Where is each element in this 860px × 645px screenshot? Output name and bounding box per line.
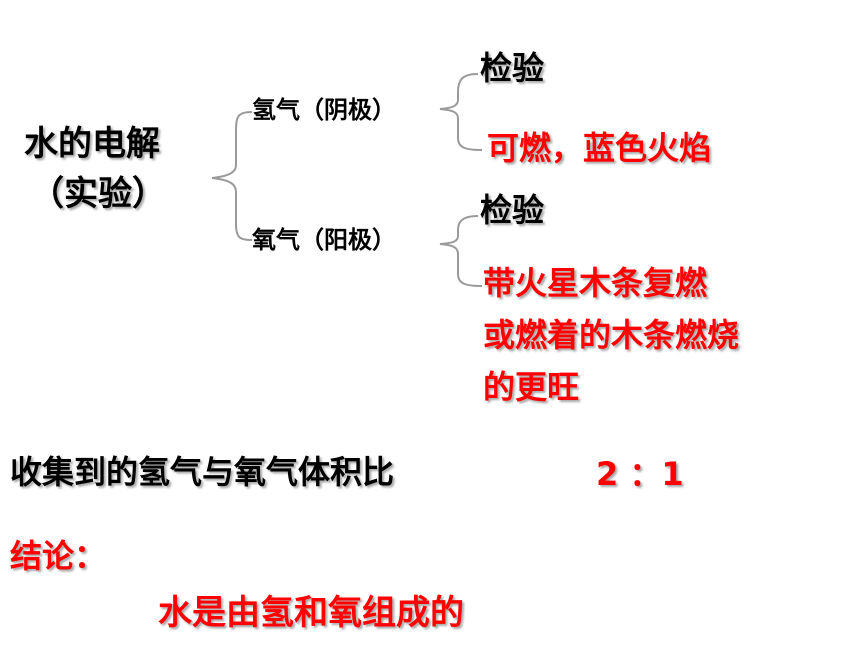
volume-ratio-label: 收集到的氢气与氧气体积比 — [10, 453, 395, 491]
root-brace — [211, 111, 253, 241]
oxygen-brace — [439, 215, 483, 287]
hydrogen-test-label: 检验 — [480, 49, 545, 87]
hydrogen-result: 可燃，蓝色火焰 — [487, 129, 712, 167]
conclusion-label: 结论： — [10, 537, 107, 575]
hydrogen-brace — [439, 73, 483, 151]
oxygen-result: 带火星木条复燃 或燃着的木条燃烧 的更旺 — [483, 264, 740, 406]
root-subtitle: （实验） — [30, 174, 166, 214]
oxygen-label: 氧气（阳极） — [252, 226, 396, 254]
oxygen-test-label: 检验 — [480, 191, 545, 229]
root-title: 水的电解 — [24, 124, 160, 164]
hydrogen-label: 氢气（阴极） — [252, 96, 396, 124]
conclusion-text: 水是由氢和氧组成的 — [158, 593, 464, 633]
volume-ratio-value: 2 ：1 — [596, 455, 684, 493]
